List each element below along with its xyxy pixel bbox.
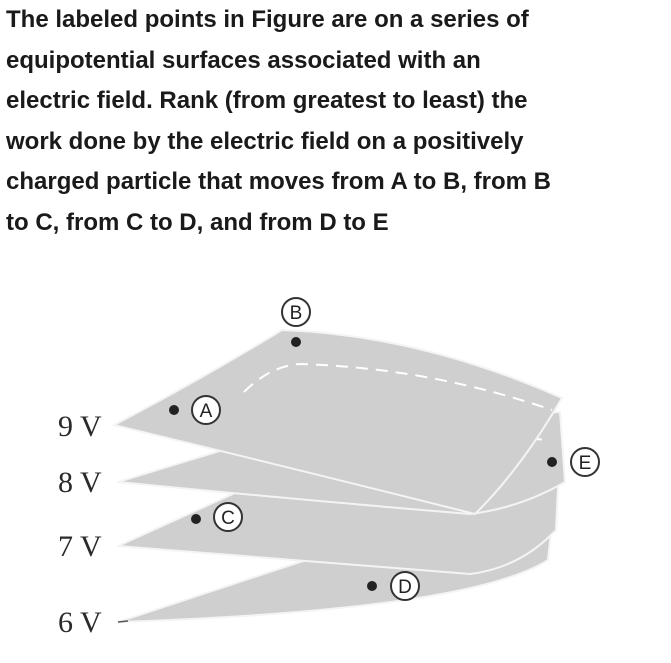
surface-9v — [111, 328, 564, 516]
question-line: charged particle that moves from A to B,… — [6, 168, 551, 195]
point-e: E — [547, 447, 600, 477]
point-a: A — [169, 395, 221, 425]
question-line: The labeled points in Figure are on a se… — [6, 6, 529, 33]
point-label-c: C — [221, 508, 235, 529]
point-b: B — [281, 297, 311, 347]
voltage-label: 8 V — [58, 466, 102, 499]
point-d: D — [367, 571, 420, 601]
point-label-e: E — [579, 453, 592, 474]
leader-line-6v — [117, 620, 129, 623]
voltage-label: 6 V — [58, 606, 102, 639]
dashed-line — [243, 362, 553, 411]
point-label-a: A — [200, 401, 213, 422]
question-text: The labeled points in Figure are on a se… — [6, 0, 666, 243]
question-line: work done by the electric field on a pos… — [6, 127, 524, 155]
equipotential-figure: 9 V 8 V 7 V 6 V B A E C D — [58, 297, 600, 639]
point-label-d: D — [398, 577, 412, 598]
question-line: to C, from C to D, and from D to E — [6, 208, 389, 236]
question-line: electric field. Rank (from greatest to l… — [6, 87, 528, 114]
point-c: C — [191, 502, 243, 532]
voltage-label: 7 V — [58, 530, 102, 563]
point-label-b: B — [290, 303, 303, 324]
voltage-label: 9 V — [58, 410, 102, 443]
question-line: equipotential surfaces associated with a… — [6, 46, 481, 74]
